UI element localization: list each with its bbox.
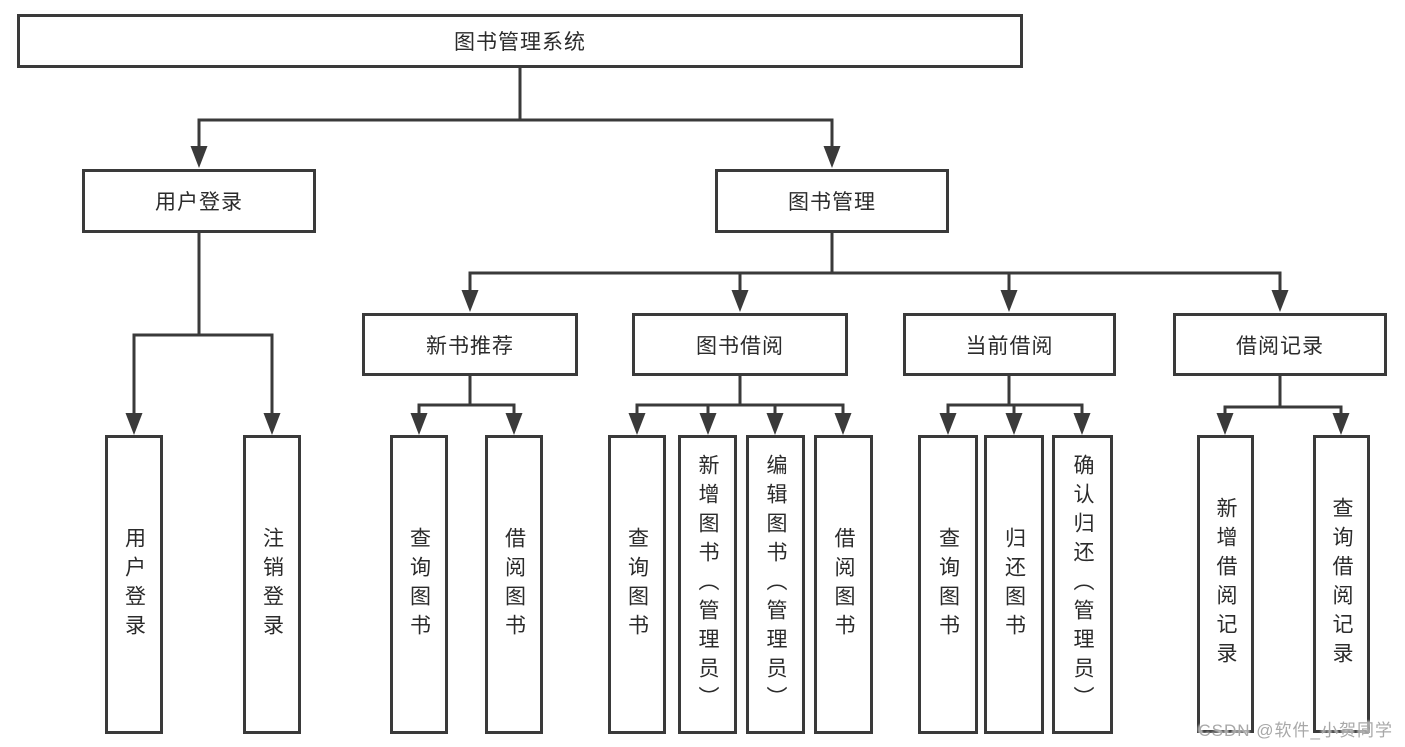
- leaf-current-query-books-label: 查询图书: [936, 526, 960, 643]
- node-book-borrow: 图书借阅: [632, 313, 848, 376]
- leaf-add-books-admin: 新增图书（管理员）: [678, 435, 737, 734]
- connector-book-management-children: [461, 233, 1289, 312]
- node-current-borrow: 当前借阅: [903, 313, 1116, 376]
- leaf-query-borrow-record: 查询借阅记录: [1313, 435, 1370, 733]
- node-user-login-label: 用户登录: [155, 191, 243, 214]
- leaf-add-books-admin-label: 新增图书（管理员）: [696, 454, 719, 715]
- leaf-newbook-borrow-books-label: 借阅图书: [502, 526, 526, 643]
- csdn-watermark: CSDN @软件_小贺同学: [1198, 721, 1393, 740]
- leaf-edit-books-admin: 编辑图书（管理员）: [746, 435, 805, 734]
- leaf-return-books-label: 归还图书: [1002, 526, 1026, 643]
- leaf-confirm-return-admin-label: 确认归还（管理员）: [1071, 454, 1094, 715]
- leaf-add-borrow-record: 新增借阅记录: [1197, 435, 1254, 733]
- node-book-management-label: 图书管理: [788, 191, 876, 214]
- node-borrow-records-label: 借阅记录: [1236, 334, 1324, 358]
- leaf-add-borrow-record-label: 新增借阅记录: [1214, 497, 1237, 671]
- leaf-logout-label: 注销登录: [260, 526, 284, 643]
- leaf-user-login: 用户登录: [105, 435, 163, 734]
- leaf-borrow-books: 借阅图书: [814, 435, 873, 734]
- leaf-edit-books-admin-label: 编辑图书（管理员）: [764, 454, 787, 715]
- connector-book-borrow-children: [628, 376, 852, 435]
- leaf-borrow-books-label: 借阅图书: [832, 526, 855, 643]
- node-borrow-records: 借阅记录: [1173, 313, 1387, 376]
- node-book-management: 图书管理: [715, 169, 949, 233]
- leaf-borrow-query-books-label: 查询图书: [625, 526, 649, 643]
- connector-current-borrow-children: [939, 376, 1091, 435]
- leaf-borrow-query-books: 查询图书: [608, 435, 666, 734]
- node-current-borrow-label: 当前借阅: [965, 334, 1054, 358]
- leaf-query-borrow-record-label: 查询借阅记录: [1330, 497, 1353, 671]
- node-user-login: 用户登录: [82, 169, 316, 233]
- connector-new-book-children: [410, 376, 523, 435]
- leaf-current-query-books: 查询图书: [918, 435, 978, 734]
- leaf-newbook-query-books-label: 查询图书: [407, 526, 431, 643]
- node-new-book-recommend-label: 新书推荐: [426, 334, 514, 358]
- connector-user-login-children: [125, 233, 281, 435]
- connector-borrow-record-children: [1216, 376, 1350, 435]
- leaf-logout: 注销登录: [243, 435, 301, 734]
- leaf-newbook-query-books: 查询图书: [390, 435, 448, 734]
- leaf-confirm-return-admin: 确认归还（管理员）: [1052, 435, 1113, 734]
- leaf-user-login-label: 用户登录: [122, 526, 146, 643]
- node-book-borrow-label: 图书借阅: [696, 334, 784, 358]
- node-new-book-recommend: 新书推荐: [362, 313, 578, 376]
- node-root-system: 图书管理系统: [17, 14, 1023, 68]
- node-root-system-label: 图书管理系统: [454, 31, 586, 54]
- leaf-return-books: 归还图书: [984, 435, 1044, 734]
- connector-root-to-level2: [190, 68, 841, 168]
- leaf-newbook-borrow-books: 借阅图书: [485, 435, 543, 734]
